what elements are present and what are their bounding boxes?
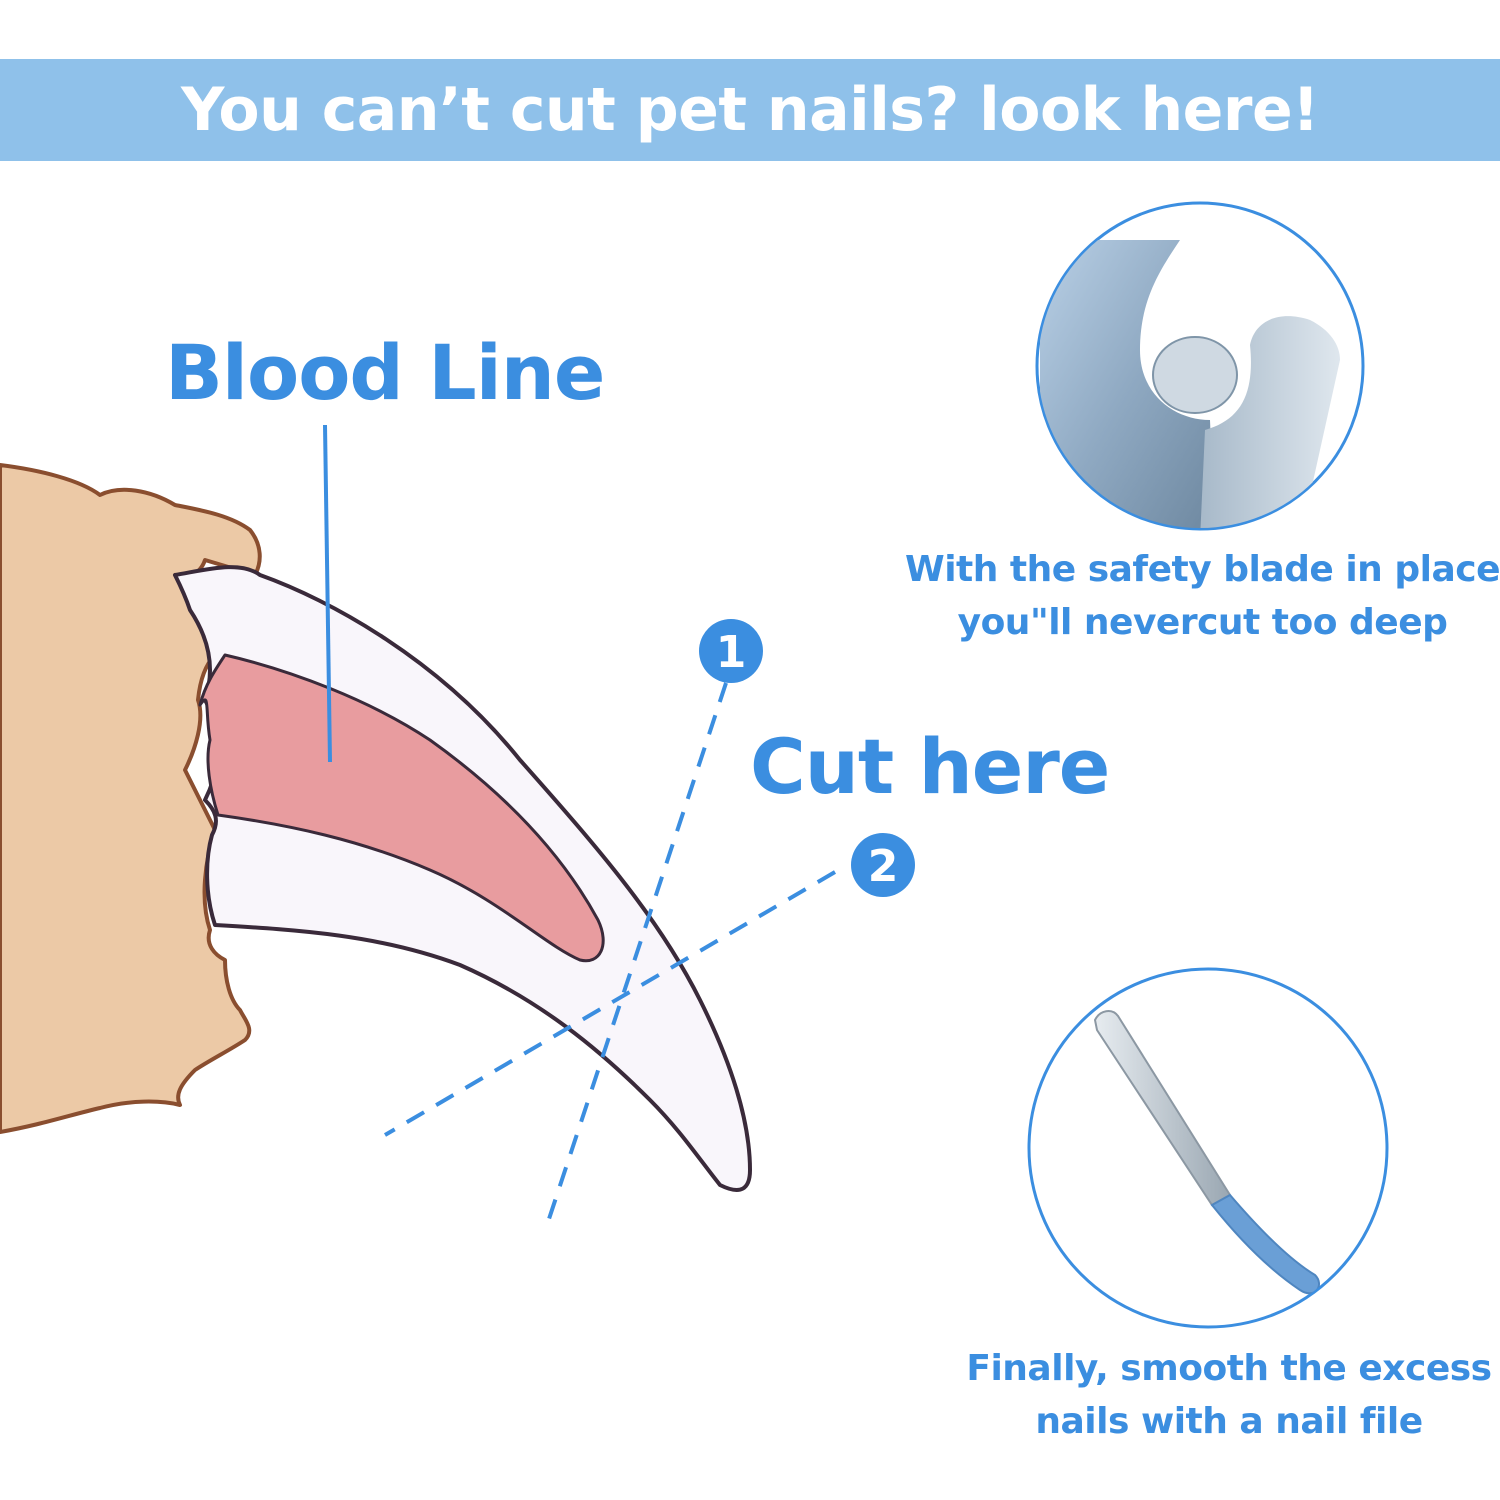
- marker-2-text: 2: [868, 841, 899, 892]
- nail-file-caption: Finally, smooth the excess nails with a …: [958, 1342, 1500, 1448]
- quick-blood-line: [198, 653, 605, 963]
- nail-file-caption-line-2: nails with a nail file: [1035, 1401, 1423, 1442]
- paw-fur: [0, 463, 262, 1134]
- blood-line-label: Blood Line: [165, 328, 605, 417]
- blood-line-pointer: [323, 424, 332, 763]
- safety-blade-caption: With the safety blade in place you"ll ne…: [905, 543, 1500, 649]
- marker-1: 1: [699, 619, 763, 683]
- cut-line-2: [383, 870, 837, 1137]
- safety-blade-caption-line-1: With the safety blade in place: [905, 549, 1500, 590]
- cut-here-label: Cut here: [750, 722, 1110, 811]
- cut-line-1: [546, 682, 728, 1223]
- marker-1-text: 1: [716, 627, 747, 678]
- marker-2: 2: [851, 833, 915, 897]
- safety-blade-caption-line-2: you"ll nevercut too deep: [957, 602, 1448, 643]
- nail-file-caption-line-1: Finally, smooth the excess: [966, 1348, 1492, 1389]
- banner-title: You can’t cut pet nails? look here!: [180, 75, 1320, 145]
- header-banner: You can’t cut pet nails? look here!: [0, 59, 1500, 161]
- nail-file-icon: [1027, 967, 1389, 1329]
- safety-blade-icon: [1035, 201, 1365, 531]
